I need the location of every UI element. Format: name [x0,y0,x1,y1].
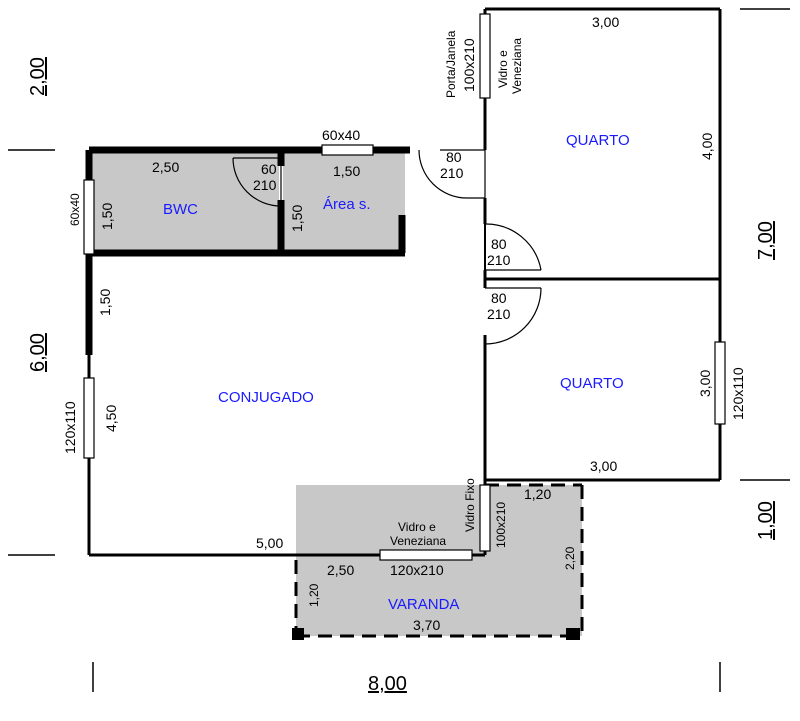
window-conj-bottom-size: 120x210 [390,562,444,578]
door-bwc-height: 210 [253,177,277,193]
room-label-varanda: VARANDA [388,596,459,613]
window-quarto-top-note2: Veneziana [510,38,524,94]
door-mid [484,223,542,271]
dim-left-height: 6,00 [27,333,49,372]
window-quarto-top-note1: Vidro e [496,50,510,88]
dim-bottom-right-offset: 1,00 [755,501,777,540]
dim-quarto-top-width: 3,00 [592,14,619,30]
window-quarto-top-label: Porta/Janela [444,30,458,98]
bwc-fill [89,150,279,254]
door-low-width: 80 [491,290,507,306]
varanda-outline [292,483,584,640]
dim-total-height: 7,00 [755,221,777,260]
dim-area-height: 1,50 [289,205,305,232]
dim-varanda-width: 3,70 [413,617,440,633]
window-varanda-side-size: 100x210 [494,502,508,548]
window-varanda-side-note: Vidro Fixo [463,478,477,532]
door-top [418,149,486,199]
window-quarto-right-size: 120x110 [730,367,746,420]
dim-bwc-height: 1,50 [99,203,115,230]
dim-conj-left-lower: 4,50 [103,405,119,432]
window-conj-left-size: 120x110 [62,401,78,454]
window-bwc [83,179,95,255]
door-low-height: 210 [487,306,511,322]
dim-varanda-left: 1,20 [307,583,321,607]
dim-quarto-top-height: 4,00 [699,133,715,160]
dim-varanda-seg: 2,50 [327,562,354,578]
window-conj-bottom-note2: Veneziana [390,534,446,548]
door-top-height: 210 [440,165,464,181]
dim-area-width: 1,50 [333,163,360,179]
dim-varanda-right: 2,20 [563,546,577,570]
room-label-bwc: BWC [163,201,198,218]
dimension-lines [8,8,790,692]
window-area-size: 60x40 [322,127,360,143]
window-varanda-side [479,484,491,552]
window-conj-bottom-note1: Vidro e [398,520,436,534]
area-servico-fill [283,150,405,254]
window-bwc-size: 60x40 [68,193,82,226]
dim-top-left-offset: 2,00 [27,57,49,96]
dim-quarto-bottom-width: 3,00 [590,458,617,474]
door-mid-width: 80 [491,236,507,252]
window-quarto-top-size: 100x210 [461,38,477,92]
room-label-quarto-bottom: QUARTO [560,375,624,392]
door-bwc [232,157,282,207]
window-area [321,144,374,156]
door-mid-height: 210 [487,252,511,268]
dim-conj-bottom: 5,00 [256,535,283,551]
walls [87,7,722,557]
window-quarto-top [479,13,491,99]
dim-total-width: 8,00 [368,673,407,695]
window-conj-bottom [379,549,473,561]
door-low [484,287,542,345]
door-bwc-width: 60 [261,161,277,177]
room-label-area-servico: Área s. [323,196,371,213]
window-quarto-right [714,341,726,425]
room-label-conjugado: CONJUGADO [218,389,314,406]
dim-bwc-width: 2,50 [152,159,179,175]
dim-conj-left-upper: 1,50 [97,289,113,316]
dim-quarto-bottom-height: 3,00 [697,370,713,397]
door-top-width: 80 [446,149,462,165]
window-conj-left [83,377,95,459]
dim-varanda-top: 1,20 [524,486,551,502]
room-label-quarto-top: QUARTO [566,132,630,149]
